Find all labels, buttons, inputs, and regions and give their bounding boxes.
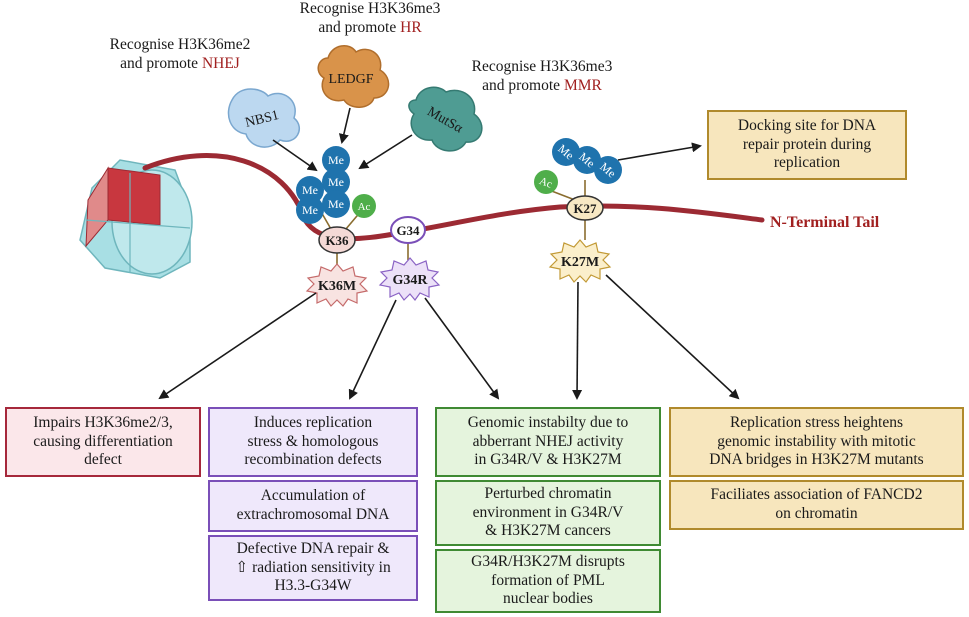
- n-terminal-tail-label: N-Terminal Tail: [770, 214, 880, 231]
- ledgf-label: LEDGF: [328, 72, 373, 87]
- k27-residue: [566, 195, 604, 221]
- k36m-label: K36M: [318, 279, 356, 294]
- k27-label: K27: [573, 201, 597, 216]
- nhej-label: Recognise H3K36me2 and promote NHEJ: [109, 36, 251, 72]
- methyl-mark: [322, 190, 350, 218]
- g34r-outcome-box-3: Defective DNA repair &⇧ radiation sensit…: [208, 535, 418, 601]
- g34-label: G34: [396, 223, 420, 238]
- methyl-mark: [573, 146, 601, 174]
- g34r-label: G34R: [393, 273, 429, 288]
- ac-label: Ac: [538, 175, 554, 191]
- methyl-mark: [322, 168, 350, 196]
- g34-residue: [390, 216, 426, 244]
- k36-methyl-marks: [296, 146, 376, 224]
- me-label: Me: [302, 183, 318, 197]
- mmr-label: Recognise H3K36me3 and promote MMR: [471, 58, 613, 94]
- nucleosome-icon: [79, 159, 193, 279]
- methyl-mark: [322, 146, 350, 174]
- k36m-outcome-box: Impairs H3K36me2/3,causing differentiati…: [5, 407, 201, 477]
- ac-label: Ac: [358, 201, 371, 213]
- me-label: Me: [328, 153, 344, 167]
- me-label: Me: [328, 175, 344, 189]
- histone-tail: [142, 153, 765, 242]
- methyl-mark: [296, 176, 324, 204]
- k27m-burst: [548, 239, 612, 283]
- k36-residue: [318, 226, 356, 254]
- acetyl-mark: [352, 194, 376, 218]
- k36-label: K36: [325, 233, 349, 248]
- methyl-mark: [594, 156, 622, 184]
- acetyl-mark: [534, 170, 558, 194]
- hr-label: Recognise H3K36me3 and promote HR: [299, 0, 441, 36]
- me-label: Me: [328, 197, 344, 211]
- methyl-mark: [296, 196, 324, 224]
- methyl-mark: [552, 138, 580, 166]
- nbs1-protein-icon: [227, 88, 300, 148]
- mutsa-protein-icon: [408, 86, 483, 152]
- k27m-label: K27M: [561, 255, 599, 270]
- g34r-burst: [378, 257, 441, 301]
- k36m-burst: [305, 263, 369, 307]
- k27-marks: [534, 138, 622, 194]
- me-label: Me: [302, 203, 318, 217]
- ledgf-protein-icon: [317, 45, 390, 108]
